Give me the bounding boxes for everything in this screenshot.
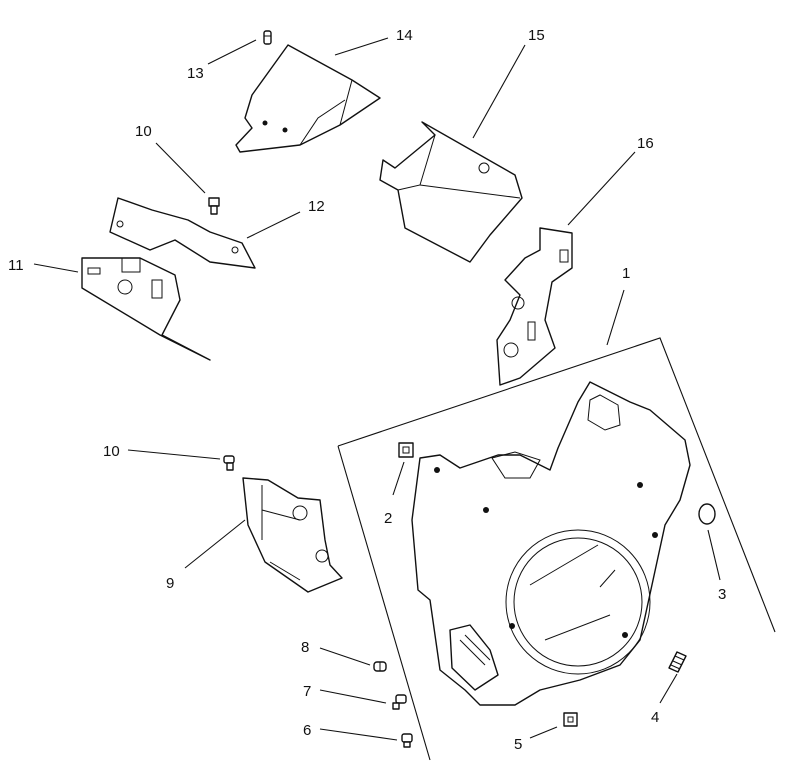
callout-labels: 1 2 3 4 5 6 7 8 9 10 10 11 12 13 14 15 1… xyxy=(8,27,726,753)
part-8-screw xyxy=(373,661,387,672)
callout-10-lower: 10 xyxy=(103,443,120,460)
callout-12: 12 xyxy=(308,198,325,215)
part-3-grommet xyxy=(698,503,716,525)
part-2-nut xyxy=(398,442,414,458)
callout-8: 8 xyxy=(301,639,309,656)
part-1-blower-housing xyxy=(411,381,691,706)
callout-9: 9 xyxy=(166,575,174,592)
leader-lines xyxy=(33,37,721,741)
part-13-screw xyxy=(263,30,272,45)
part-6-screw xyxy=(401,733,413,748)
part-10-screw-upper xyxy=(208,197,220,215)
part-14-upper-shroud xyxy=(235,44,381,153)
callout-13: 13 xyxy=(187,65,204,82)
callout-10-upper: 10 xyxy=(135,123,152,140)
callout-1: 1 xyxy=(622,265,630,282)
part-11-baffle xyxy=(81,257,211,361)
part-5-nut xyxy=(563,712,578,727)
callout-4: 4 xyxy=(651,709,659,726)
callout-2: 2 xyxy=(384,510,392,527)
callout-15: 15 xyxy=(528,27,545,44)
callout-5: 5 xyxy=(514,736,522,753)
callout-16: 16 xyxy=(637,135,654,152)
callout-11: 11 xyxy=(8,257,24,274)
part-7-screw xyxy=(392,694,407,710)
part-12-baffle xyxy=(109,197,256,269)
part-16-bracket xyxy=(496,227,573,386)
part-9-bracket xyxy=(242,477,343,593)
part-4-stud xyxy=(668,651,687,673)
callout-3: 3 xyxy=(718,586,726,603)
callout-7: 7 xyxy=(303,683,311,700)
callout-6: 6 xyxy=(303,722,311,739)
part-15-deflector xyxy=(379,121,523,263)
callout-14: 14 xyxy=(396,27,413,44)
assembly-boundary xyxy=(337,337,776,761)
part-10-screw-lower xyxy=(223,455,235,471)
